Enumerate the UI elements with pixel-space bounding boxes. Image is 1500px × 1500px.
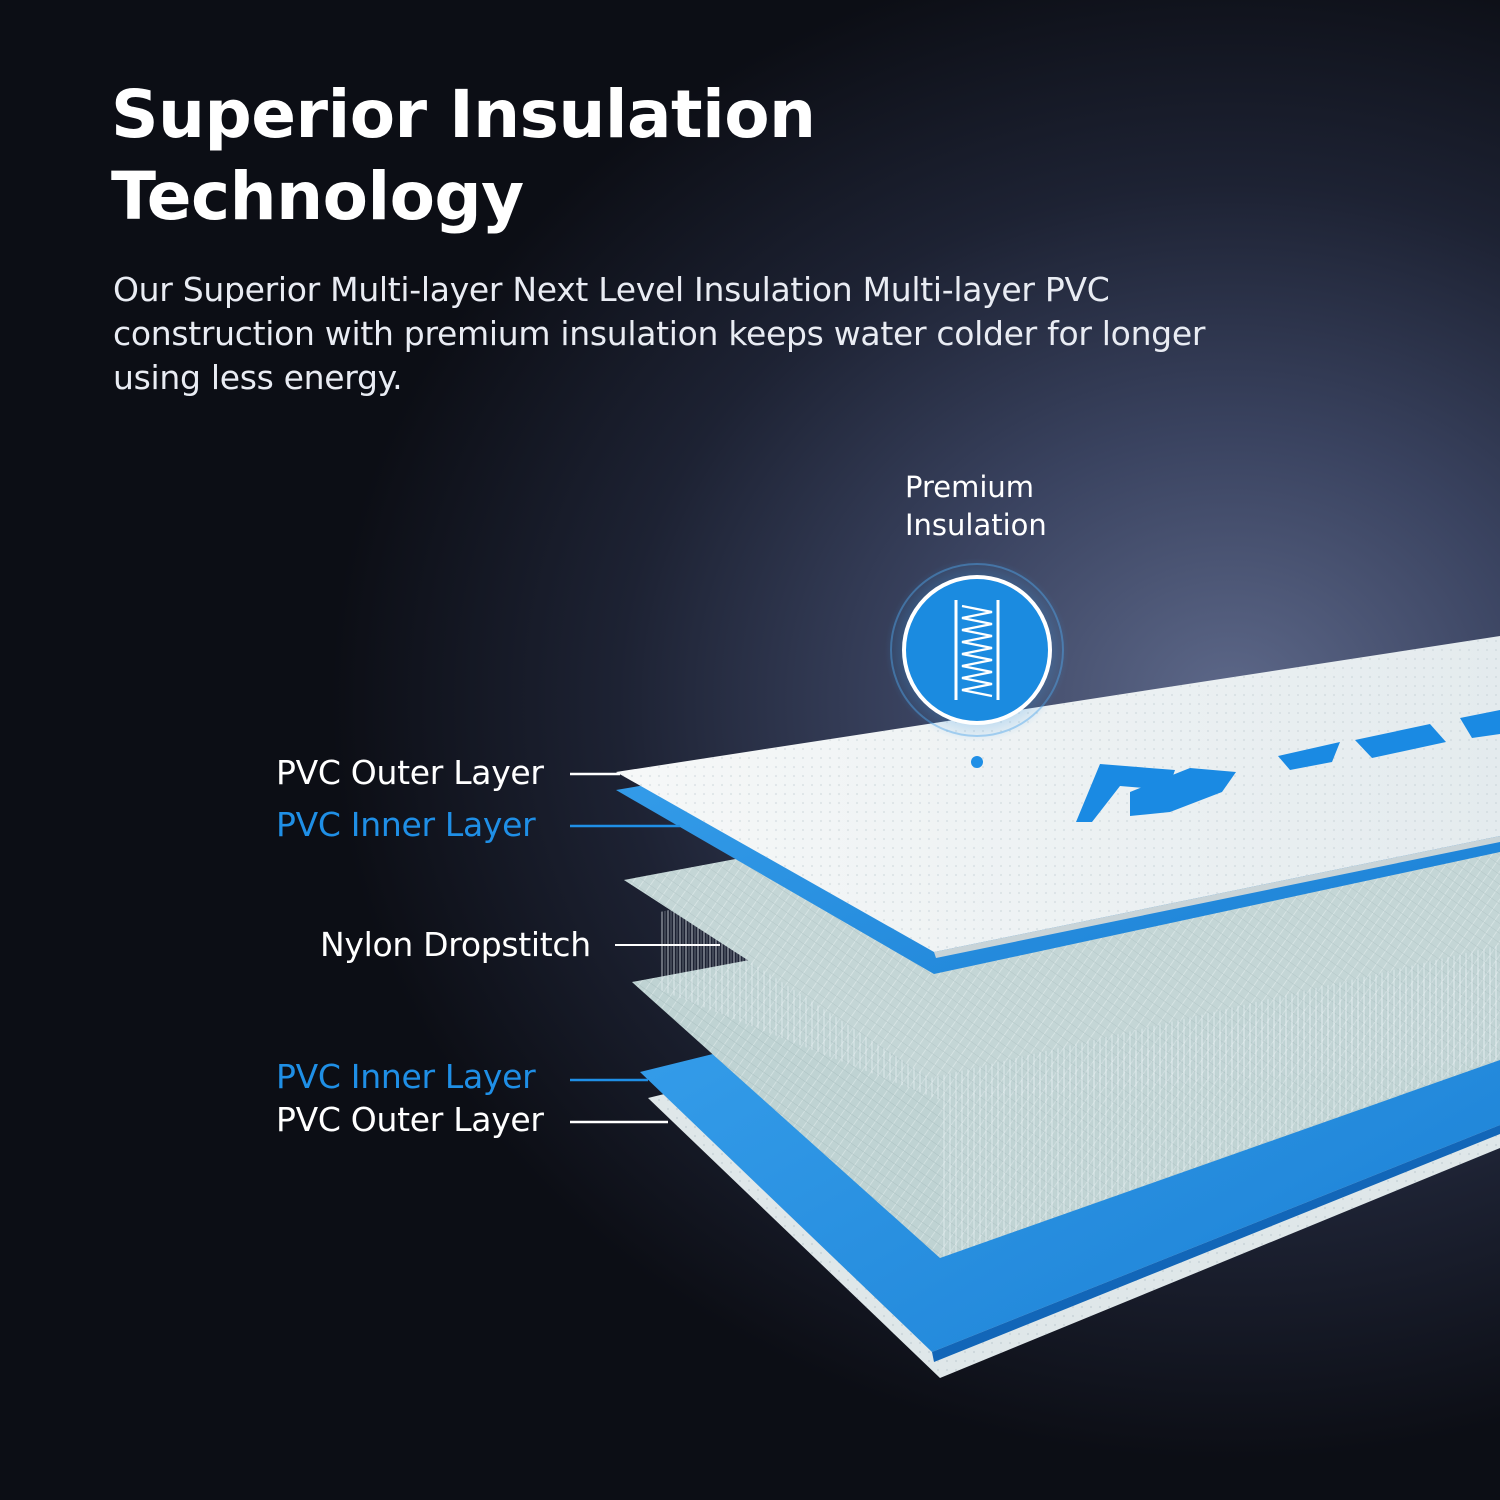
label-top-inner-layer: PVC Inner Layer <box>276 805 536 844</box>
brand-logo-mark <box>1076 710 1500 822</box>
description-line-2: construction with premium insulation kee… <box>113 314 1206 353</box>
badge-line-1: Premium <box>905 470 1035 504</box>
label-bottom-inner-layer: PVC Inner Layer <box>276 1057 536 1096</box>
description-line-3: using less energy. <box>113 358 403 397</box>
description-line-1: Our Superior Multi-layer Next Level Insu… <box>113 270 1110 309</box>
insulation-coil-icon <box>954 600 1000 700</box>
title-line-1: Superior Insulation <box>111 76 816 153</box>
top-outer-layer-sheet <box>616 636 1500 958</box>
page-title: Superior Insulation Technology <box>111 74 871 238</box>
description-text: Our Superior Multi-layer Next Level Insu… <box>113 268 1343 400</box>
title-line-2: Technology <box>111 158 524 235</box>
label-top-outer-layer: PVC Outer Layer <box>276 753 544 792</box>
insulation-badge <box>885 558 1069 768</box>
label-bottom-outer-layer: PVC Outer Layer <box>276 1100 544 1139</box>
premium-insulation-label: Premium Insulation <box>905 468 1047 544</box>
badge-line-2: Insulation <box>905 508 1047 542</box>
label-nylon-dropstitch: Nylon Dropstitch <box>320 925 591 964</box>
